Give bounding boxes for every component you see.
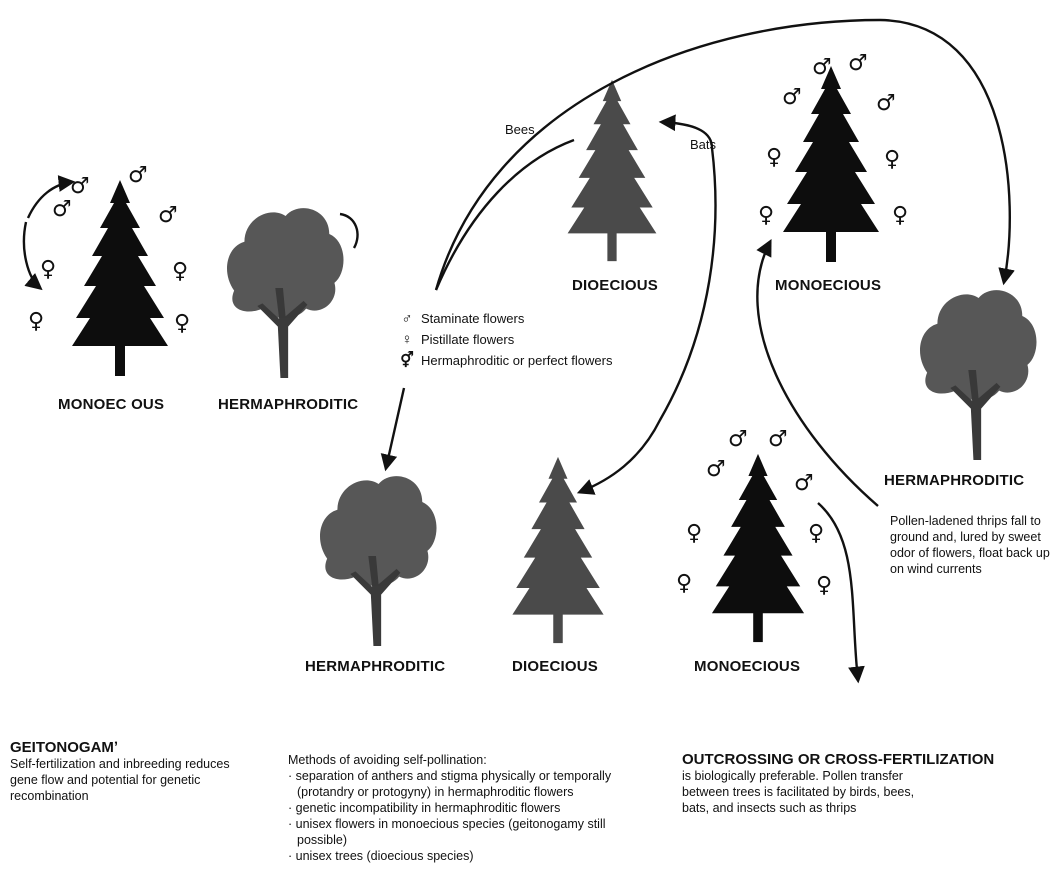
geitonogamy-block: GEITONOGAMʼ Self-fertilization and inbre… — [10, 740, 250, 804]
methods-item: separation of anthers and stigma physica… — [288, 768, 648, 800]
svg-text:♂: ♂ — [158, 203, 178, 228]
svg-text:♂: ♂ — [128, 163, 148, 188]
arrow-bees-to-hermaphroditic-right — [434, 18, 1015, 291]
broadleaf-tree-hermaphroditic-left — [227, 208, 344, 378]
svg-text:♂: ♂ — [728, 427, 748, 452]
arrow-outcrossing-down — [817, 502, 865, 684]
hermaphrodite-symbol-icon: ⚥ — [400, 352, 414, 369]
legend-hermaphroditic-label: Hermaphroditic or perfect flowers — [421, 353, 613, 368]
legend-staminate: ♂ Staminate flowers — [399, 308, 612, 329]
outcrossing-block: OUTCROSSING OR CROSS-FERTILIZATION is bi… — [682, 752, 1052, 816]
geitonogamy-text: Self-fertilization and inbreeding reduce… — [10, 757, 230, 803]
arrow-bats-to-dioecious-bottom — [576, 147, 717, 495]
svg-text:♂: ♂ — [812, 55, 832, 80]
conifer-tree-monoecious-left — [72, 180, 168, 376]
svg-text:♀: ♀ — [892, 203, 908, 228]
conifer-tree-dioecious-top — [567, 79, 657, 262]
flower-symbols: ♂♂♂♂ ♀♀♀♀ ♂♂♂♂ ♀♀♀♀ ♂♂♂♂ ♀♀♀♀ — [28, 51, 908, 598]
svg-text:♂: ♂ — [706, 457, 726, 482]
svg-text:♂: ♂ — [848, 51, 868, 76]
svg-text:♀: ♀ — [676, 571, 692, 596]
svg-text:♂: ♂ — [768, 427, 788, 452]
label-hermaphroditic-bottom: HERMAPHRODITIC — [305, 658, 446, 675]
thrips-note: Pollen-ladened thrips fall to ground and… — [890, 514, 1050, 576]
outcrossing-heading: OUTCROSSING OR CROSS-FERTILIZATION — [682, 751, 995, 768]
arrow-thrips-upward — [756, 239, 879, 507]
label-monoecious-left: MONOEC OUS — [58, 396, 165, 413]
label-monoecious-bottom: MONOECIOUS — [694, 658, 801, 675]
arrow-bats-to-dioecious-top — [658, 114, 714, 149]
svg-text:♂: ♂ — [876, 91, 896, 116]
methods-item: unisex flowers in monoecious species (ge… — [288, 816, 648, 848]
svg-text:♀: ♀ — [816, 573, 832, 598]
svg-text:♂: ♂ — [782, 85, 802, 110]
svg-text:♀: ♀ — [40, 257, 56, 282]
male-symbol-icon: ♂ — [401, 310, 413, 327]
svg-text:♀: ♀ — [686, 521, 702, 546]
geitonogamy-heading: GEITONOGAMʼ — [10, 739, 119, 756]
arrow-self-hermaphroditic — [339, 212, 359, 249]
outcrossing-text: is biologically preferable. Pollen trans… — [682, 769, 915, 815]
methods-item: genetic incompatibility in hermaphroditi… — [288, 800, 648, 816]
svg-text:♀: ♀ — [174, 311, 190, 336]
legend-staminate-label: Staminate flowers — [421, 311, 525, 326]
broadleaf-tree-hermaphroditic-right — [920, 290, 1037, 460]
legend: ♂ Staminate flowers ♀ Pistillate flowers… — [399, 308, 612, 371]
arrow-bees-branch — [434, 138, 575, 291]
svg-text:♀: ♀ — [884, 147, 900, 172]
arrow-to-hermaphroditic-bottom — [380, 387, 406, 472]
arrow-geitonogamy-left-up — [26, 175, 76, 219]
bees-label: Bees — [505, 122, 535, 137]
broadleaf-tree-hermaphroditic-bottom — [320, 476, 437, 646]
methods-list: separation of anthers and stigma physica… — [288, 768, 648, 864]
label-dioecious-bottom: DIOECIOUS — [512, 658, 598, 675]
methods-item: unisex trees (dioecious species) — [288, 848, 648, 864]
conifer-tree-dioecious-bottom — [512, 456, 604, 644]
bats-label: Bats — [690, 137, 717, 152]
label-dioecious-top: DIOECIOUS — [572, 277, 658, 294]
label-monoecious-top: MONOECIOUS — [775, 277, 882, 294]
conifer-tree-monoecious-bottom — [711, 453, 805, 643]
svg-text:♀: ♀ — [758, 203, 774, 228]
svg-text:♂: ♂ — [70, 174, 90, 199]
svg-text:♀: ♀ — [28, 309, 44, 334]
svg-text:♀: ♀ — [172, 259, 188, 284]
legend-hermaphroditic: ⚥ Hermaphroditic or perfect flowers — [399, 350, 612, 371]
methods-block: Methods of avoiding self-pollination: se… — [288, 752, 648, 864]
legend-pistillate-label: Pistillate flowers — [421, 332, 515, 347]
svg-text:♂: ♂ — [52, 197, 72, 222]
label-hermaphroditic-left: HERMAPHRODITIC — [218, 396, 359, 413]
legend-pistillate: ♀ Pistillate flowers — [399, 329, 612, 350]
label-hermaphroditic-right: HERMAPHRODITIC — [884, 472, 1025, 489]
arrow-geitonogamy-left-down — [22, 221, 43, 291]
svg-text:♀: ♀ — [766, 145, 782, 170]
female-symbol-icon: ♀ — [401, 331, 413, 348]
svg-text:♂: ♂ — [794, 471, 814, 496]
svg-text:♀: ♀ — [808, 521, 824, 546]
methods-heading: Methods of avoiding self-pollination: — [288, 753, 487, 767]
